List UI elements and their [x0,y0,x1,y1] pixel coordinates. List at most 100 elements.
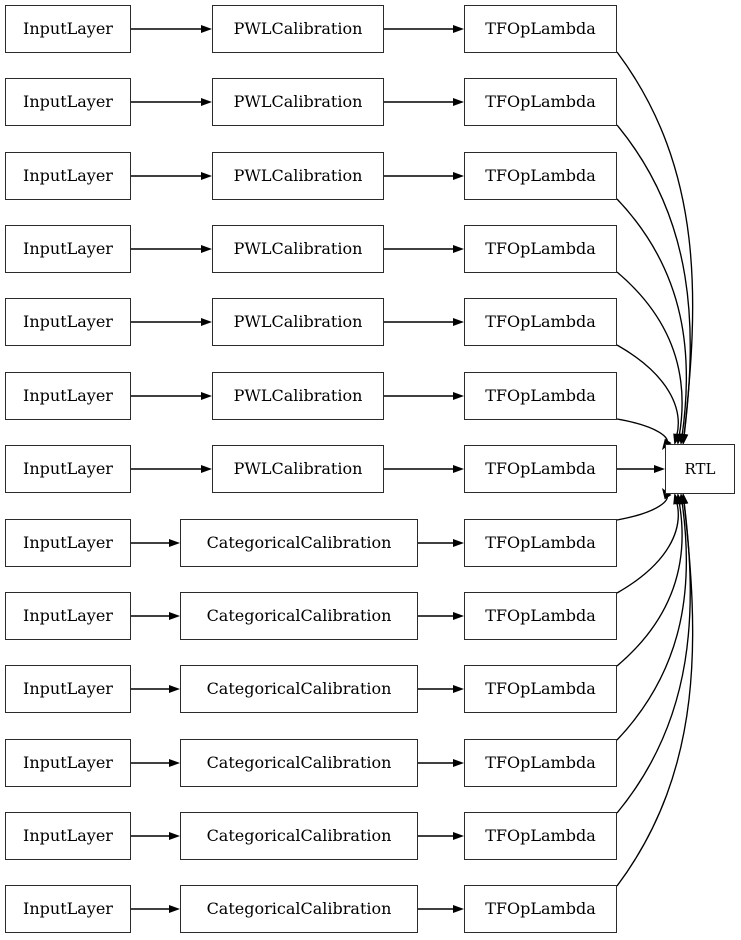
node-input-layer-label: InputLayer [23,386,113,405]
node-categorical-calibration-label: CategoricalCalibration [206,606,392,625]
edge-input-to-calibration-arrowhead [201,25,212,33]
node-input-layer[interactable]: InputLayer [5,445,131,493]
edge-tfop-to-rtl-arrowhead [675,493,684,505]
node-categorical-calibration-label: CategoricalCalibration [206,753,392,772]
edge-calibration-to-tfop-arrowhead [453,98,464,106]
node-tfop-lambda[interactable]: TFOpLambda [464,519,617,567]
node-categorical-calibration-label: CategoricalCalibration [206,826,392,845]
node-input-layer-label: InputLayer [23,239,113,258]
node-tfop-lambda[interactable]: TFOpLambda [464,5,617,53]
node-input-layer[interactable]: InputLayer [5,5,131,53]
node-input-layer-label: InputLayer [23,533,113,552]
edge-tfop-to-rtl-arrowhead [673,493,681,505]
edge-tfop-to-rtl [616,495,669,521]
node-tfop-lambda-label: TFOpLambda [485,312,596,331]
node-tfop-lambda[interactable]: TFOpLambda [464,78,617,126]
edge-input-to-calibration-arrowhead [201,465,212,473]
node-tfop-lambda[interactable]: TFOpLambda [464,592,617,640]
node-input-layer-label: InputLayer [23,606,113,625]
node-tfop-lambda[interactable]: TFOpLambda [464,298,617,346]
node-categorical-calibration[interactable]: CategoricalCalibration [180,592,418,640]
node-pwl-calibration[interactable]: PWLCalibration [212,372,384,420]
node-pwl-calibration[interactable]: PWLCalibration [212,78,384,126]
edge-tfop-to-rtl [616,501,688,741]
node-input-layer[interactable]: InputLayer [5,592,131,640]
node-categorical-calibration[interactable]: CategoricalCalibration [180,812,418,860]
node-categorical-calibration[interactable]: CategoricalCalibration [180,519,418,567]
node-pwl-calibration-label: PWLCalibration [233,239,363,258]
edge-tfop-to-rtl [616,344,679,437]
node-tfop-lambda[interactable]: TFOpLambda [464,445,617,493]
node-tfop-lambda[interactable]: TFOpLambda [464,152,617,200]
node-input-layer-label: InputLayer [23,312,113,331]
node-tfop-lambda[interactable]: TFOpLambda [464,885,617,933]
edge-input-to-calibration-arrowhead [201,172,212,180]
edge-calibration-to-tfop-arrowhead [453,318,464,326]
node-input-layer[interactable]: InputLayer [5,225,131,273]
edge-tfop-to-rtl [616,501,683,667]
node-categorical-calibration[interactable]: CategoricalCalibration [180,885,418,933]
node-pwl-calibration-label: PWLCalibration [233,459,363,478]
edge-tfop-to-rtl-arrowhead [678,493,687,505]
node-categorical-calibration[interactable]: CategoricalCalibration [180,739,418,787]
edge-tfop-to-rtl [616,501,694,887]
node-tfop-lambda-label: TFOpLambda [485,899,596,918]
node-categorical-calibration-label: CategoricalCalibration [206,679,392,698]
node-tfop-lambda[interactable]: TFOpLambda [464,372,617,420]
node-pwl-calibration[interactable]: PWLCalibration [212,225,384,273]
node-input-layer[interactable]: InputLayer [5,152,131,200]
node-input-layer[interactable]: InputLayer [5,519,131,567]
node-pwl-calibration[interactable]: PWLCalibration [212,445,384,493]
node-input-layer[interactable]: InputLayer [5,372,131,420]
edge-tfop-to-rtl [616,124,691,437]
edge-input-to-calibration-arrowhead [169,539,180,547]
node-tfop-lambda[interactable]: TFOpLambda [464,225,617,273]
edge-input-to-calibration-arrowhead [201,318,212,326]
node-categorical-calibration[interactable]: CategoricalCalibration [180,665,418,713]
node-tfop-lambda-label: TFOpLambda [485,239,596,258]
node-input-layer-label: InputLayer [23,899,113,918]
node-input-layer-label: InputLayer [23,166,113,185]
edge-input-to-calibration-arrowhead [201,98,212,106]
edge-calibration-to-tfop-arrowhead [453,612,464,620]
edge-input-to-calibration-arrowhead [201,245,212,253]
node-pwl-calibration[interactable]: PWLCalibration [212,152,384,200]
node-input-layer[interactable]: InputLayer [5,885,131,933]
edge-tfop-to-rtl [616,198,688,437]
node-rtl[interactable]: RTL [665,444,735,494]
edge-calibration-to-tfop-arrowhead [453,539,464,547]
node-input-layer[interactable]: InputLayer [5,298,131,346]
node-pwl-calibration[interactable]: PWLCalibration [212,298,384,346]
node-pwl-calibration-label: PWLCalibration [233,312,363,331]
node-input-layer-label: InputLayer [23,19,113,38]
edge-tfop-to-rtl-arrowhead [680,493,689,505]
node-pwl-calibration[interactable]: PWLCalibration [212,5,384,53]
node-tfop-lambda[interactable]: TFOpLambda [464,739,617,787]
node-categorical-calibration-label: CategoricalCalibration [206,533,392,552]
node-input-layer-label: InputLayer [23,92,113,111]
node-input-layer-label: InputLayer [23,459,113,478]
node-tfop-lambda-label: TFOpLambda [485,19,596,38]
edge-calibration-to-tfop-arrowhead [453,172,464,180]
node-tfop-lambda[interactable]: TFOpLambda [464,665,617,713]
node-tfop-lambda-label: TFOpLambda [485,753,596,772]
node-input-layer[interactable]: InputLayer [5,812,131,860]
edge-calibration-to-tfop-arrowhead [453,832,464,840]
edge-calibration-to-tfop-arrowhead [453,25,464,33]
node-input-layer-label: InputLayer [23,826,113,845]
node-input-layer[interactable]: InputLayer [5,78,131,126]
edge-calibration-to-tfop-arrowhead [453,465,464,473]
edge-input-to-calibration-arrowhead [169,685,180,693]
edge-tfop-to-rtl [616,501,691,814]
node-input-layer[interactable]: InputLayer [5,665,131,713]
edge-tfop-to-rtl-arrowhead [680,493,689,505]
node-tfop-lambda-label: TFOpLambda [485,606,596,625]
node-input-layer[interactable]: InputLayer [5,739,131,787]
edge-tfop-to-rtl [616,51,694,437]
node-tfop-lambda[interactable]: TFOpLambda [464,812,617,860]
edge-input-to-calibration-arrowhead [169,832,180,840]
node-tfop-lambda-label: TFOpLambda [485,386,596,405]
edge-calibration-to-tfop-arrowhead [453,685,464,693]
node-input-layer-label: InputLayer [23,753,113,772]
edge-input-to-calibration-arrowhead [169,759,180,767]
